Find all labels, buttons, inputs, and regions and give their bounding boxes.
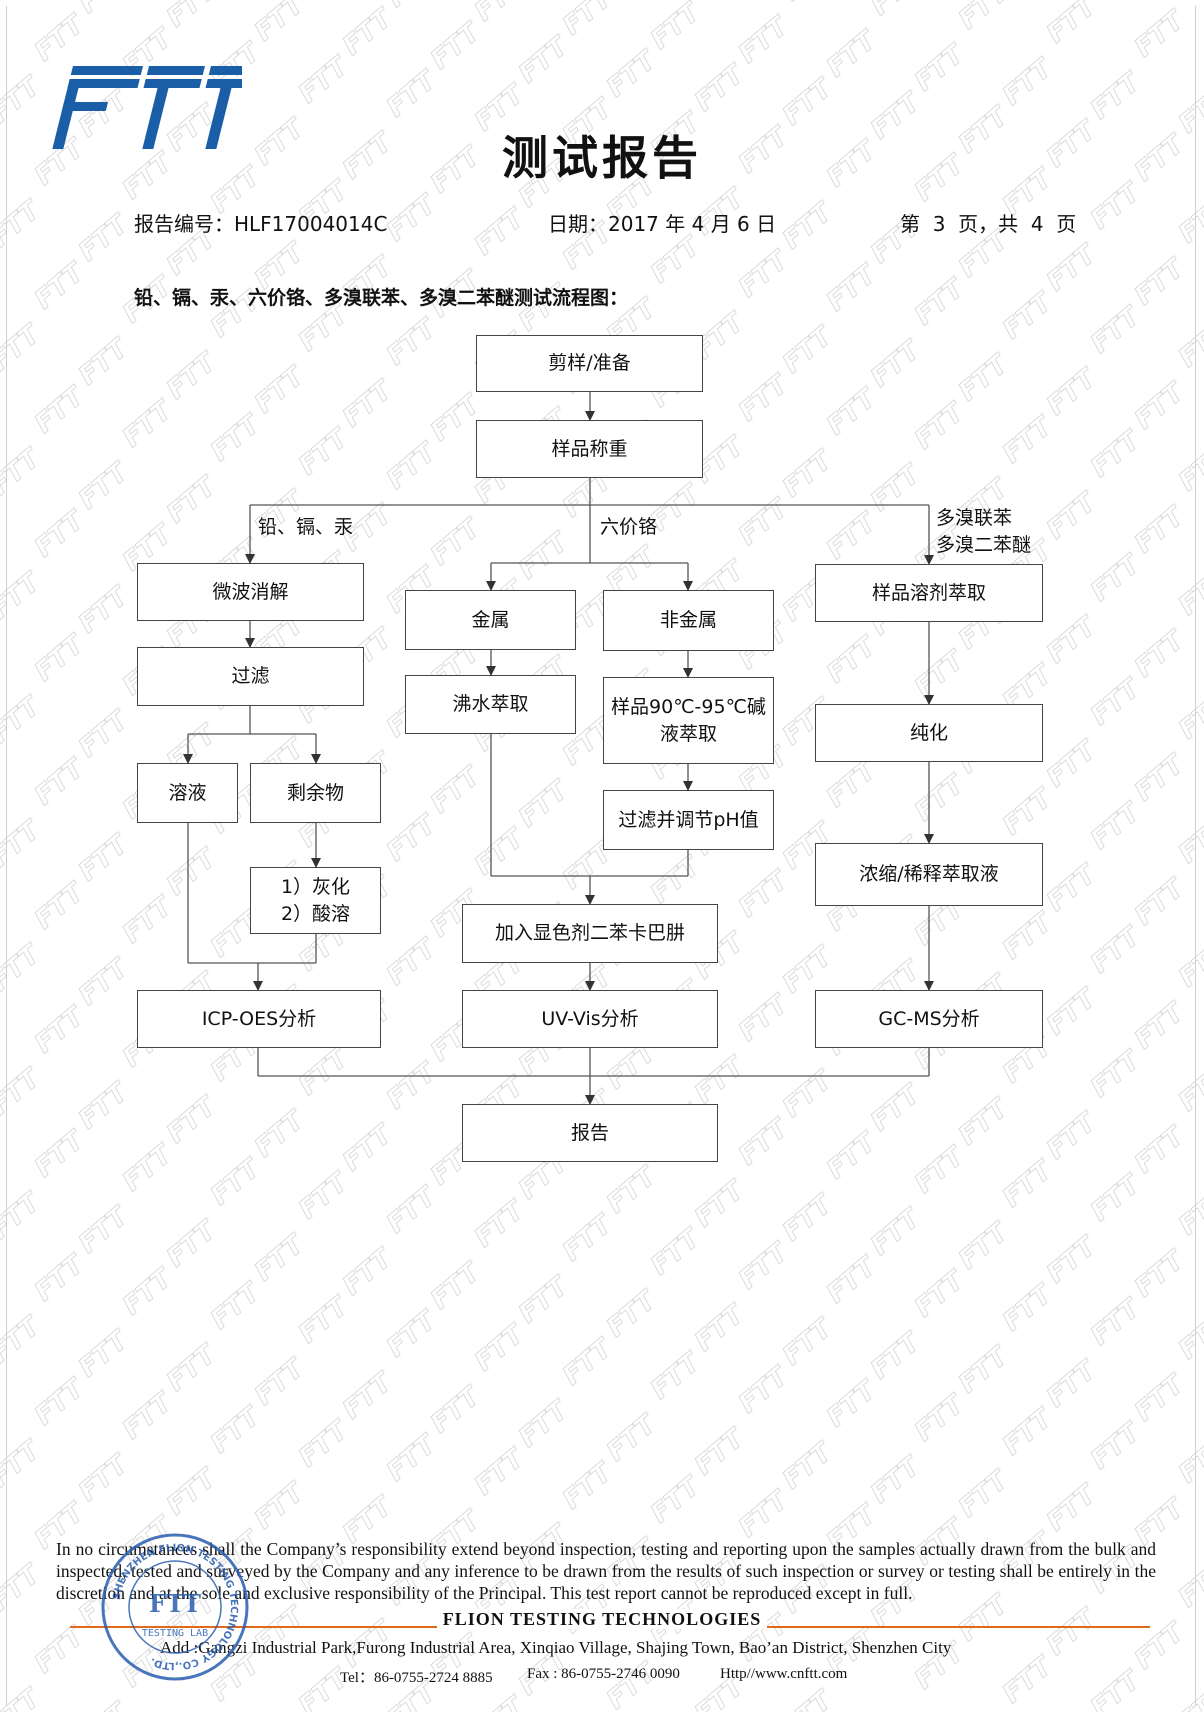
- company-address: Add :Gangzi Industrial Park,Furong Indus…: [160, 1638, 952, 1657]
- concentrate-box: 浓缩/稀释萃取液: [815, 843, 1043, 906]
- page-border: [6, 6, 1196, 1706]
- report-title: 测试报告: [502, 131, 702, 185]
- microwave-digestion-box: 微波消解: [137, 563, 364, 621]
- branch-label-pbde: 多溴二苯醚: [936, 534, 1032, 556]
- company-name: FLION TESTING TECHNOLOGIES: [0, 1609, 1204, 1630]
- company-tel: Tel：86-0755-2724 8885: [340, 1670, 493, 1686]
- report-number: 报告编号：HLF17004014C: [134, 212, 388, 236]
- branch-label-chromium: 六价铬: [600, 516, 658, 538]
- filter-ph-box: 过滤并调节pH值: [603, 790, 774, 850]
- metal-box: 金属: [405, 590, 576, 650]
- branch-label-pbb: 多溴联苯: [936, 507, 1013, 529]
- gc-ms-box: GC-MS分析: [815, 990, 1043, 1048]
- disclaimer-text: In no circumstances shall the Company’s …: [56, 1539, 1156, 1603]
- report-date: 日期：2017 年 4 月 6 日: [548, 212, 777, 236]
- alkaline-extraction-box: 样品90℃-95℃碱液萃取: [603, 677, 774, 764]
- svg-text:FTT: FTT: [149, 1589, 201, 1618]
- weigh-sample-box: 样品称重: [476, 420, 703, 478]
- nonmetal-box: 非金属: [603, 590, 774, 651]
- solvent-extraction-box: 样品溶剂萃取: [815, 564, 1043, 622]
- flowchart-title: 铅、镉、汞、六价铬、多溴联苯、多溴二苯醚测试流程图：: [134, 287, 629, 309]
- ftt-logo: [52, 66, 242, 149]
- company-seal-stamp: SHENZHEN FLION TESTING TECHNOLOGY CO.,LT…: [101, 1533, 249, 1681]
- icp-oes-box: ICP-OES分析: [137, 990, 381, 1048]
- report-box: 报告: [462, 1104, 718, 1162]
- svg-text:TESTING LAB: TESTING LAB: [142, 1628, 208, 1639]
- color-reagent-box: 加入显色剂二苯卡巴肼: [462, 904, 718, 963]
- company-fax: Fax : 86-0755-2746 0090: [527, 1666, 680, 1682]
- solution-box: 溶液: [137, 763, 238, 823]
- company-web: Http//www.cnftt.com: [720, 1666, 848, 1682]
- uv-vis-box: UV-Vis分析: [462, 990, 718, 1048]
- page-indicator: 第 3 页，共 4 页: [900, 212, 1077, 236]
- branch-label-heavy-metals: 铅、镉、汞: [258, 516, 354, 538]
- residue-box: 剩余物: [250, 763, 381, 823]
- filter-box: 过滤: [137, 647, 364, 706]
- boiling-water-box: 沸水萃取: [405, 675, 576, 734]
- purify-box: 纯化: [815, 704, 1043, 762]
- cut-prepare-box: 剪样/准备: [476, 335, 703, 392]
